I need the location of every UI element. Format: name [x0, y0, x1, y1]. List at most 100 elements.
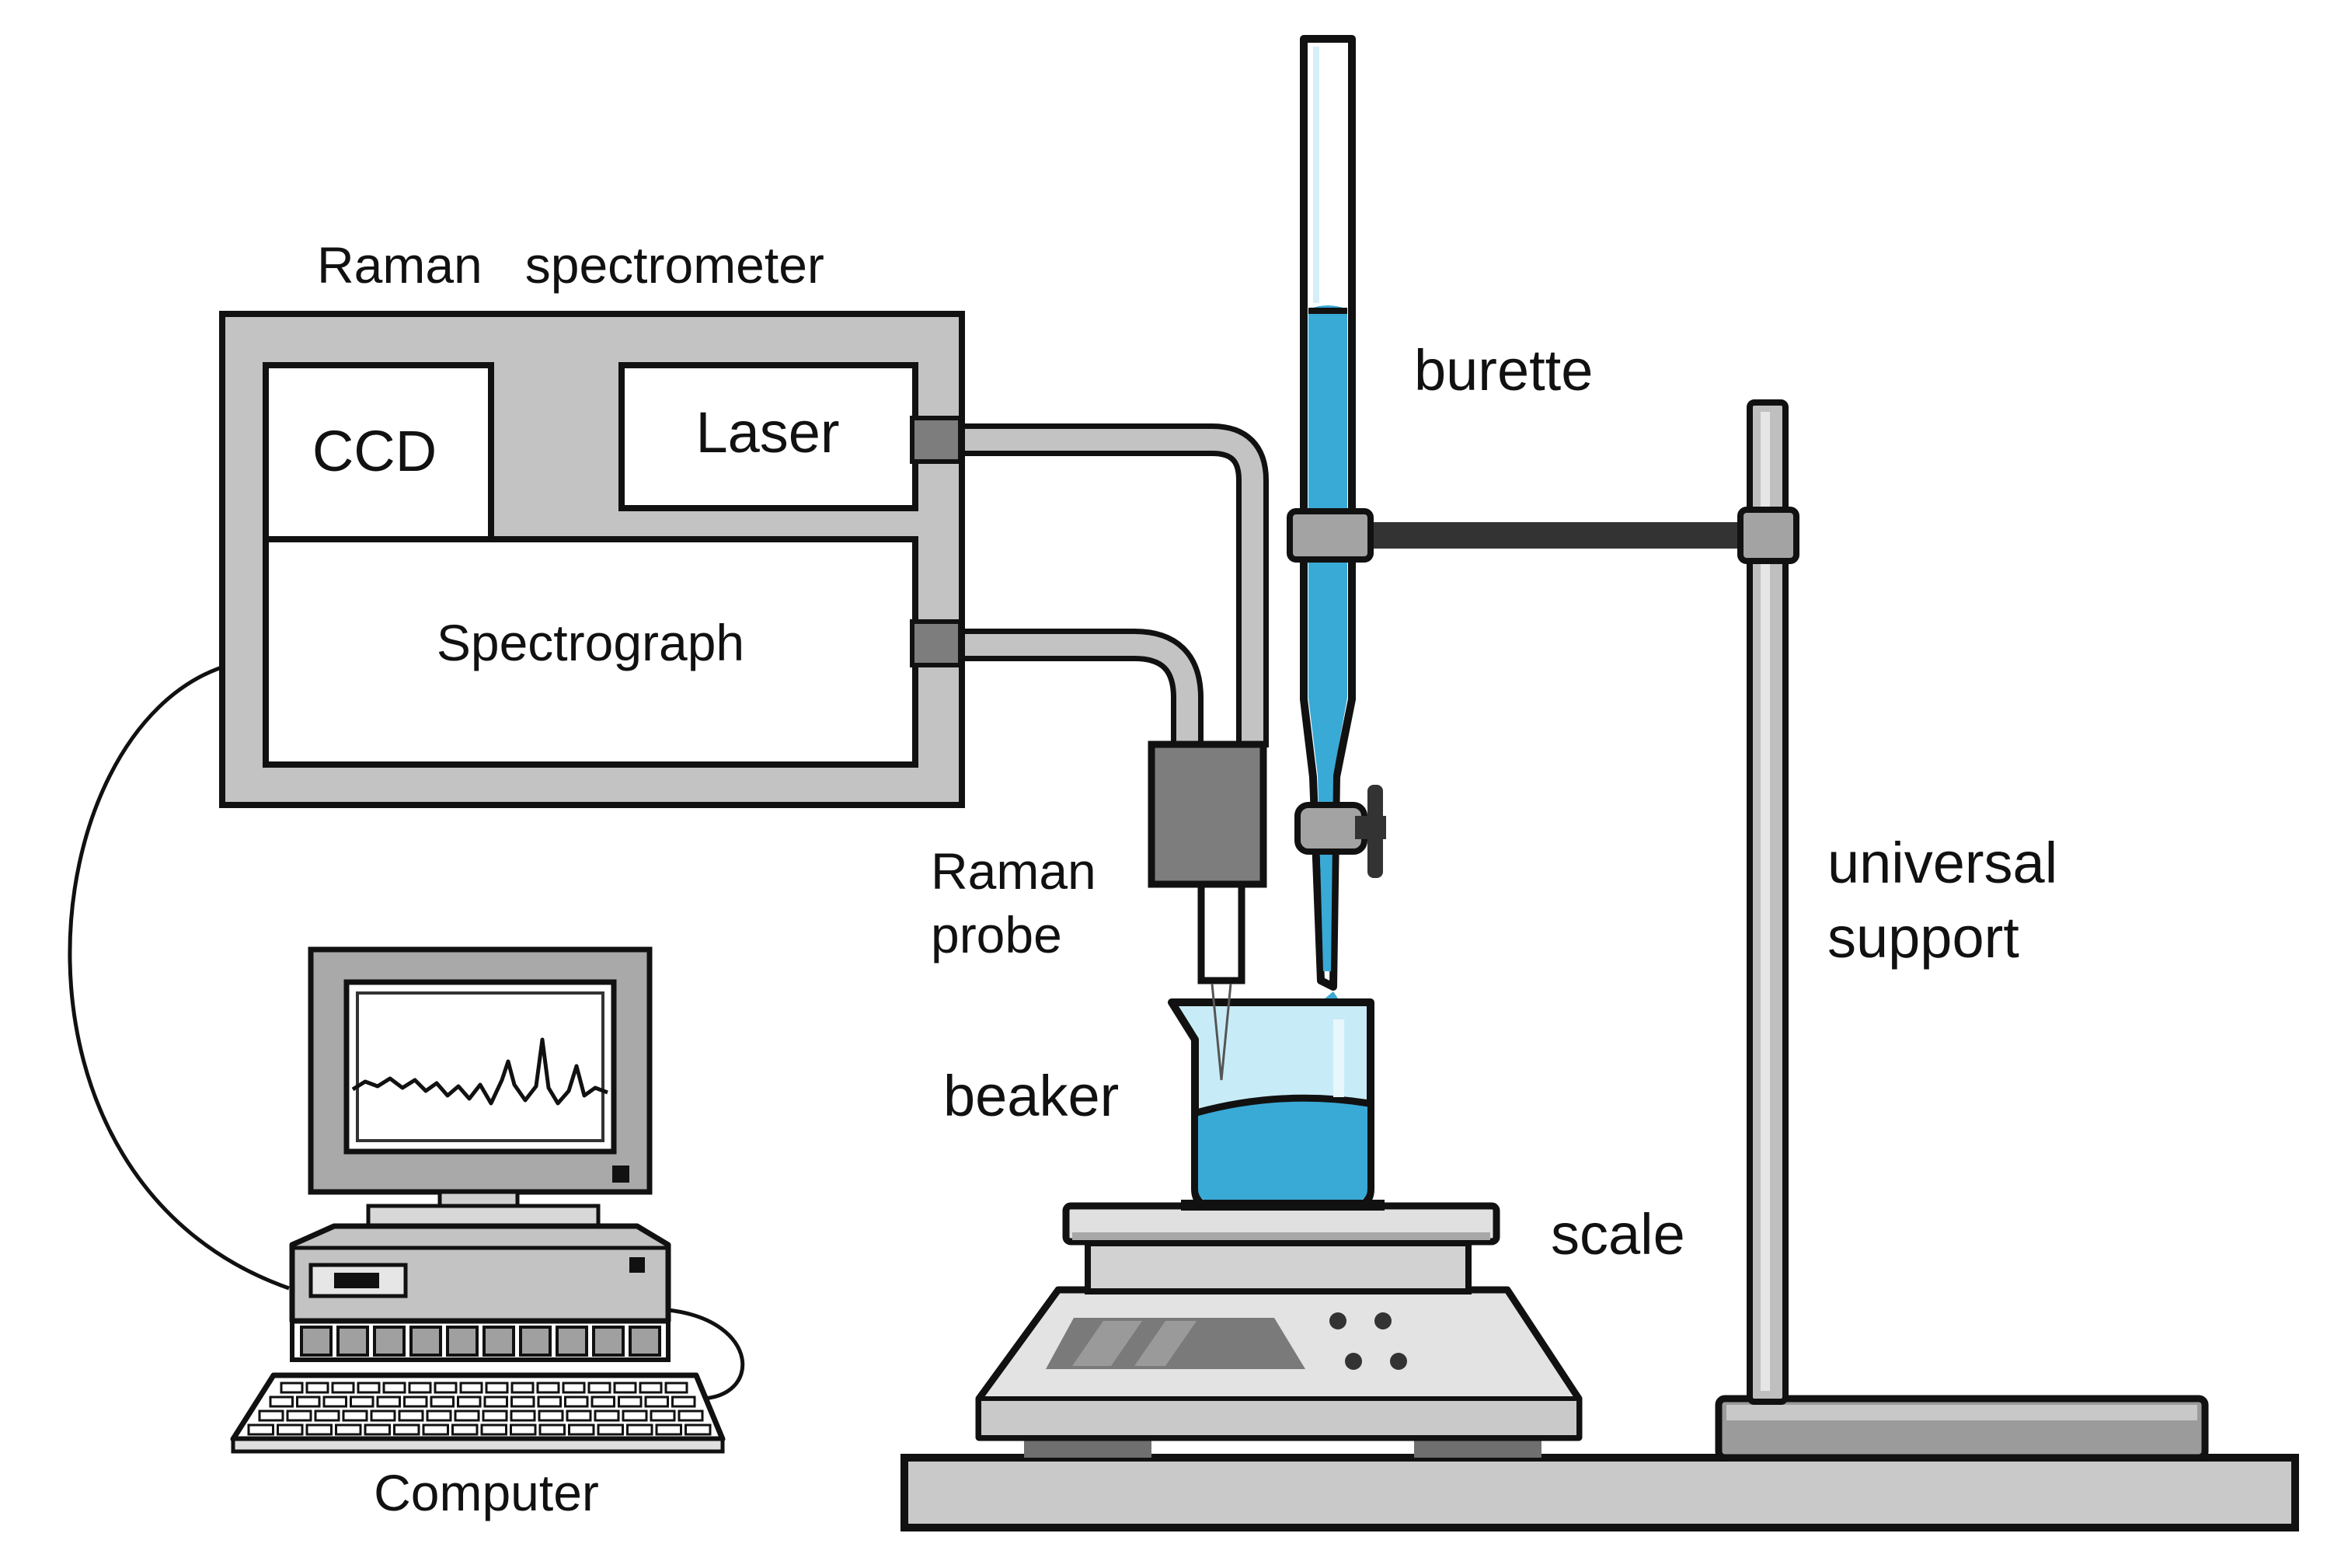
raman-probe-fibers: [957, 423, 1269, 1081]
cpu-vent: [519, 1326, 552, 1357]
keyboard-key: [510, 1382, 535, 1394]
cpu-vent: [373, 1326, 406, 1357]
keyboard-key: [370, 1409, 396, 1422]
keyboard-key: [613, 1382, 637, 1394]
scale-button: [1374, 1312, 1392, 1329]
support-clamp: [1737, 507, 1799, 564]
keyboard-key: [269, 1396, 294, 1408]
keyboard-key: [639, 1382, 663, 1394]
keyboard-key: [357, 1382, 381, 1394]
cpu-vent: [446, 1326, 479, 1357]
keyboard-key: [305, 1382, 329, 1394]
keyboard-key: [590, 1396, 615, 1408]
beaker: [1168, 998, 1385, 1211]
keyboard-key: [457, 1396, 482, 1408]
ccd-box: [263, 362, 494, 542]
keyboard-key: [482, 1409, 508, 1422]
keyboard-key: [655, 1423, 682, 1436]
burette-label: burette: [1414, 338, 1593, 402]
keyboard-key: [566, 1409, 592, 1422]
keyboard-key: [398, 1409, 424, 1422]
raman-probe-head: [1148, 740, 1267, 888]
monitor-screen: [343, 979, 617, 1155]
keyboard-key: [258, 1409, 284, 1422]
keyboard-key: [568, 1423, 595, 1436]
keyboard-key: [403, 1396, 428, 1408]
raman-spectrometer-label: Raman spectrometer: [317, 236, 824, 294]
scale: [975, 1202, 1583, 1458]
universal-support-label-line1: universal: [1827, 831, 2057, 895]
keyboard-key: [564, 1396, 589, 1408]
keyboard-key: [483, 1396, 508, 1408]
universal-support: [1352, 399, 2209, 1462]
cpu-vent: [556, 1326, 588, 1357]
beaker-label: beaker: [943, 1064, 1119, 1128]
computer-label: Computer: [374, 1464, 599, 1521]
keyboard-key: [393, 1423, 420, 1436]
raman-probe-label-line2: probe: [931, 906, 1062, 963]
keyboard-key: [587, 1382, 611, 1394]
laser-beam: [1211, 983, 1232, 1081]
burette-liquid: [1308, 305, 1347, 971]
keyboard-key: [537, 1396, 562, 1408]
keyboard-key: [510, 1409, 536, 1422]
cpu-vent: [300, 1326, 333, 1357]
burette: [1287, 35, 1386, 1001]
keyboard-key: [671, 1396, 696, 1408]
raman-spectrometer: [219, 311, 965, 808]
ccd-label: CCD: [312, 419, 437, 483]
keyboard-key: [622, 1409, 648, 1422]
scale-button: [1329, 1312, 1346, 1329]
keyboard-key: [305, 1423, 333, 1436]
spectrograph-port: [910, 619, 963, 667]
keyboard-key: [314, 1409, 340, 1422]
universal-support-label-line2: support: [1827, 905, 2019, 970]
scale-button: [1390, 1353, 1407, 1370]
keyboard-key: [480, 1423, 507, 1436]
laser-port: [910, 416, 963, 464]
keyboard-cable: [667, 1308, 745, 1401]
spectrograph-label: Spectrograph: [437, 614, 744, 671]
raman-probe-label-line1: Raman: [931, 842, 1096, 900]
keyboard-key: [364, 1423, 391, 1436]
keyboard-key: [350, 1396, 374, 1408]
keyboard-key: [597, 1423, 624, 1436]
spectrometer-computer-cable: [68, 664, 290, 1291]
computer: [230, 946, 726, 1454]
scale-button: [1345, 1353, 1362, 1370]
beaker-liquid: [1198, 1097, 1367, 1201]
keyboard-key: [335, 1423, 362, 1436]
keyboard-key: [408, 1382, 432, 1394]
keyboard-key: [331, 1382, 355, 1394]
cpu-vent: [482, 1326, 515, 1357]
keyboard-key: [430, 1396, 455, 1408]
keyboard-key: [644, 1396, 669, 1408]
keyboard-key: [510, 1423, 537, 1436]
keyboard-key: [685, 1423, 712, 1436]
keyboard-key: [664, 1382, 688, 1394]
keyboard-key: [538, 1409, 564, 1422]
keyboard-key: [538, 1423, 566, 1436]
cpu-vent: [409, 1326, 442, 1357]
keyboard-key: [376, 1396, 401, 1408]
clamp-arm: [1352, 522, 1756, 549]
stopcock: [1294, 802, 1367, 855]
keyboard-key: [562, 1382, 586, 1394]
keyboard-key: [650, 1409, 676, 1422]
laser-label: Laser: [695, 400, 839, 465]
scale-label: scale: [1551, 1202, 1685, 1267]
keyboard-key: [485, 1382, 509, 1394]
spectrum-trace: [351, 1037, 608, 1106]
keyboard-key: [280, 1382, 304, 1394]
keyboard-key: [536, 1382, 560, 1394]
keyboard-key: [286, 1409, 312, 1422]
keyboard-key: [626, 1423, 653, 1436]
keyboard-key: [247, 1423, 274, 1436]
keyboard-key: [510, 1396, 535, 1408]
keyboard-key: [296, 1396, 321, 1408]
keyboard-key: [342, 1409, 368, 1422]
laser-box: [618, 362, 918, 511]
keyboard-key: [426, 1409, 452, 1422]
